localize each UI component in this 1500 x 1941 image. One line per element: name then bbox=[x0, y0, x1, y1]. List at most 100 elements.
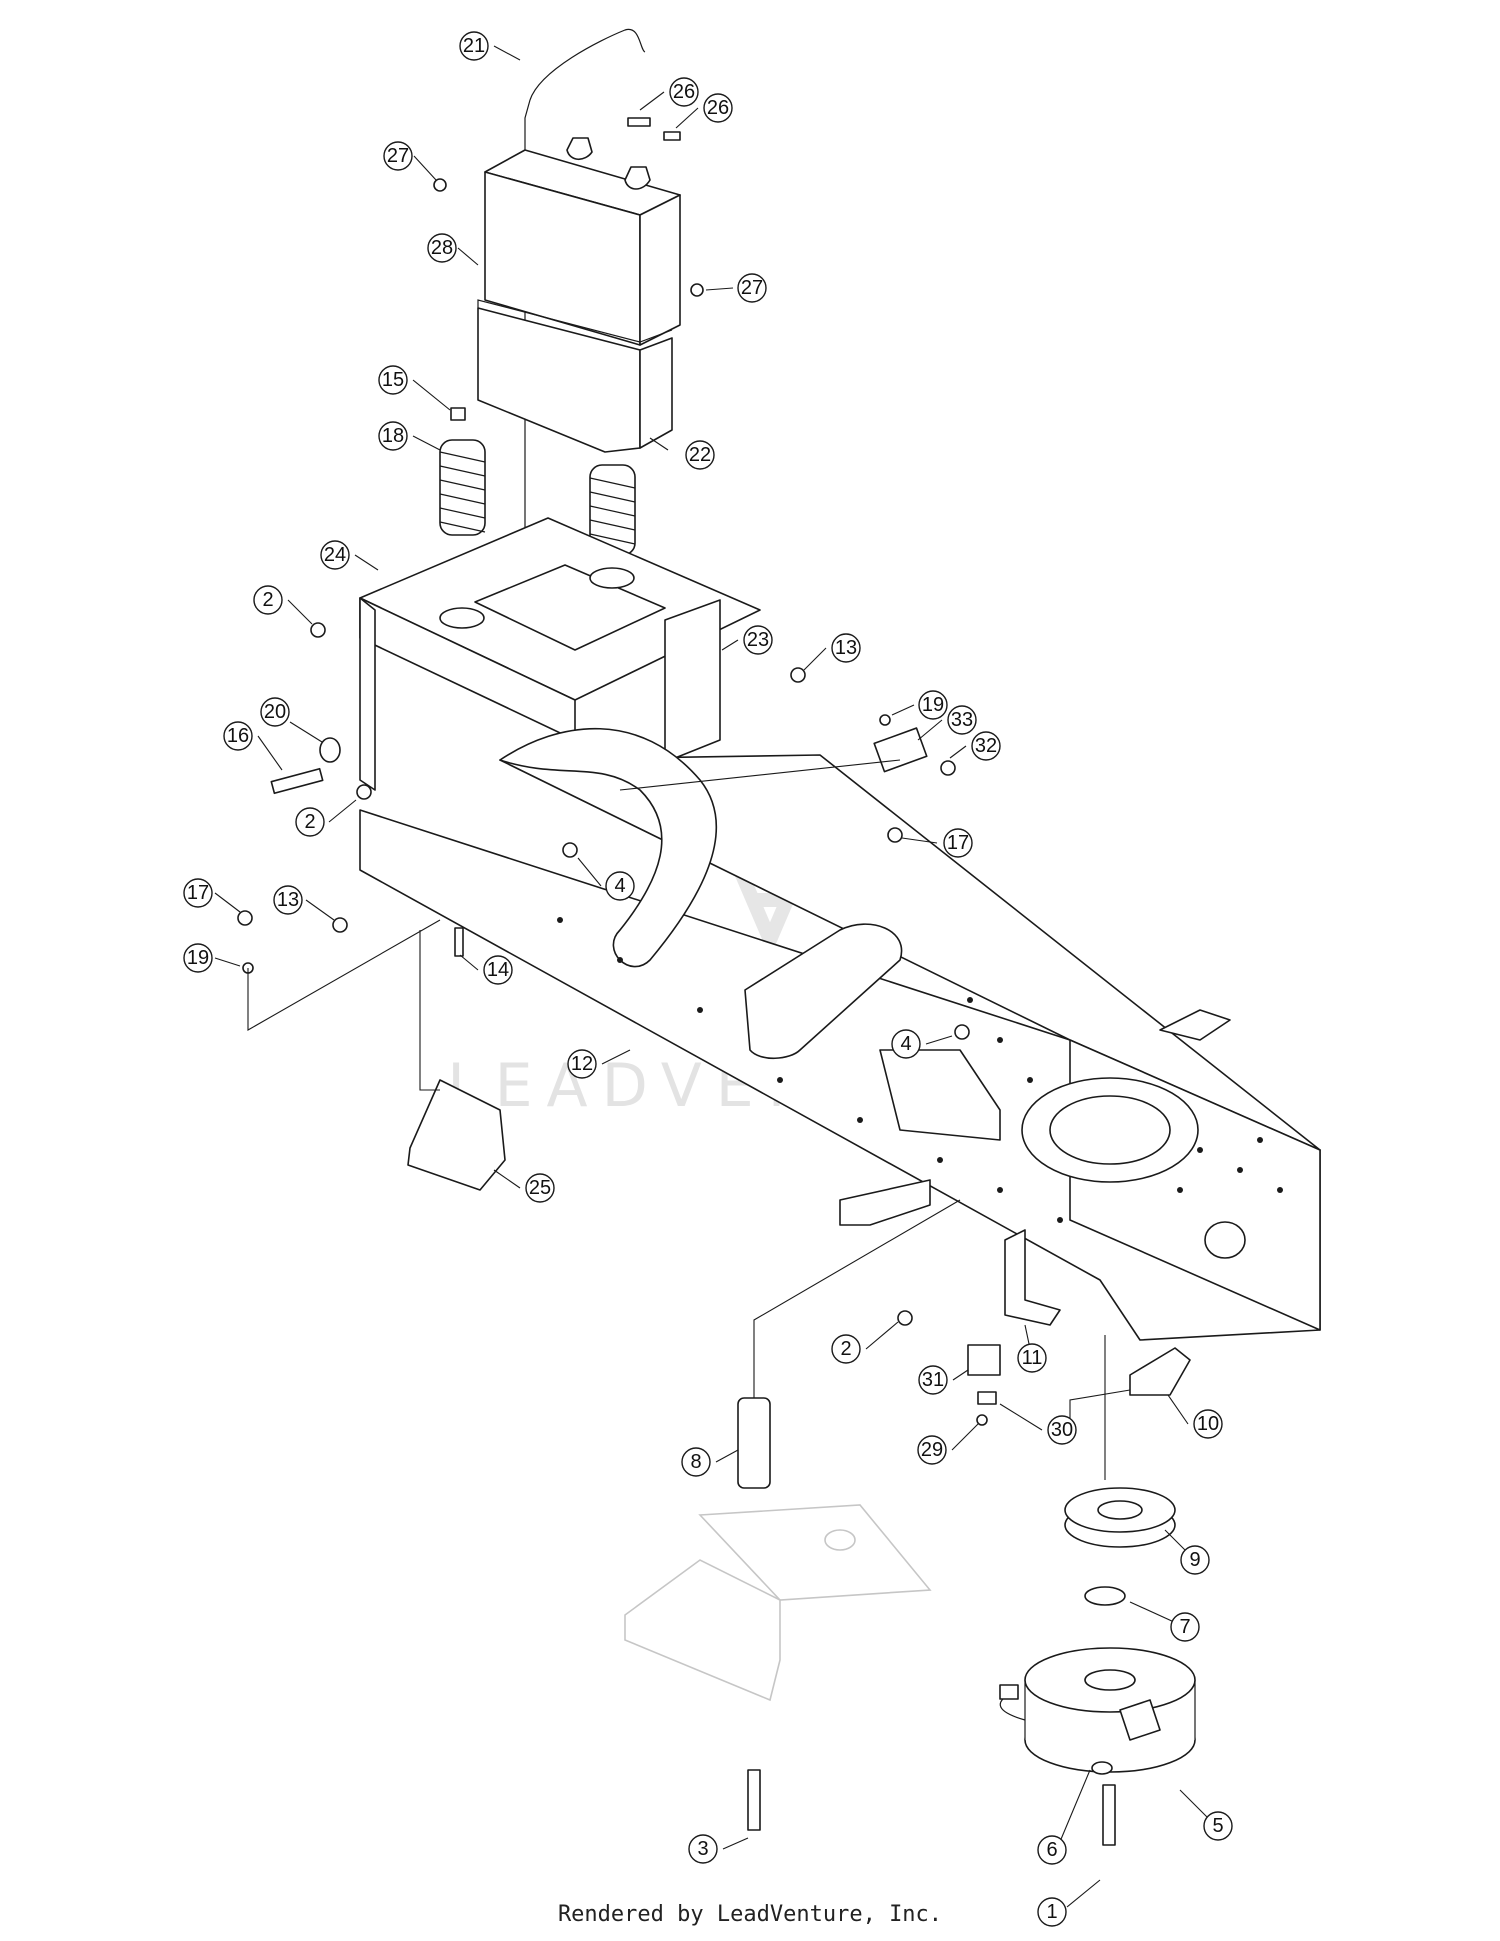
svg-text:3: 3 bbox=[697, 1838, 708, 1860]
callout-24: 24 bbox=[320, 540, 350, 570]
callout-28: 28 bbox=[427, 233, 457, 263]
leader-lines bbox=[214, 45, 1211, 1908]
bolt-part-1 bbox=[1102, 1784, 1116, 1846]
bolt-part-2-c bbox=[897, 1310, 913, 1326]
svg-text:10: 10 bbox=[1197, 1413, 1219, 1435]
bolt-part-13-b bbox=[332, 917, 348, 933]
callout-19: 19 bbox=[918, 690, 948, 720]
spacer-part-20 bbox=[319, 737, 341, 763]
callout-29: 29 bbox=[917, 1435, 947, 1465]
svg-text:2: 2 bbox=[304, 811, 315, 833]
nut-part-17-a bbox=[237, 910, 253, 926]
callout-10: 10 bbox=[1193, 1409, 1223, 1439]
svg-text:4: 4 bbox=[900, 1033, 911, 1055]
svg-text:17: 17 bbox=[947, 832, 969, 854]
svg-text:18: 18 bbox=[382, 425, 404, 447]
pto-clutch-part-5 bbox=[999, 1647, 1196, 1773]
bracket-part-25 bbox=[407, 1079, 506, 1191]
svg-text:29: 29 bbox=[921, 1439, 943, 1461]
callout-17: 17 bbox=[183, 878, 213, 908]
nut-part-4-a bbox=[562, 842, 578, 858]
callouts: 21 26 26 27 28 27 15 18 22 24 2 23 13 19… bbox=[183, 31, 1233, 1927]
callout-31: 31 bbox=[918, 1365, 948, 1395]
svg-text:7: 7 bbox=[1179, 1616, 1190, 1638]
bolt-part-26-a bbox=[627, 117, 651, 127]
callout-27: 27 bbox=[737, 273, 767, 303]
callout-11: 11 bbox=[1017, 1343, 1047, 1373]
svg-text:12: 12 bbox=[571, 1053, 593, 1075]
svg-text:20: 20 bbox=[264, 701, 286, 723]
svg-text:33: 33 bbox=[951, 709, 973, 731]
nut-part-4-b bbox=[954, 1024, 970, 1040]
svg-text:27: 27 bbox=[387, 145, 409, 167]
spacer-part-8 bbox=[737, 1397, 771, 1489]
callout-23: 23 bbox=[743, 625, 773, 655]
callout-21: 21 bbox=[459, 31, 489, 61]
wire-part-21 bbox=[524, 28, 646, 620]
nut-part-27-b bbox=[690, 283, 704, 297]
svg-text:19: 19 bbox=[187, 947, 209, 969]
callout-5: 5 bbox=[1203, 1811, 1233, 1841]
callout-13: 13 bbox=[273, 885, 303, 915]
callout-14: 14 bbox=[483, 955, 513, 985]
spring-part-18 bbox=[439, 439, 486, 536]
deck-bracket-faint bbox=[624, 1504, 932, 1702]
svg-text:8: 8 bbox=[690, 1451, 701, 1473]
battery-tray-part-22 bbox=[477, 299, 673, 453]
callout-32: 32 bbox=[971, 731, 1001, 761]
svg-text:16: 16 bbox=[227, 725, 249, 747]
callout-22: 22 bbox=[685, 440, 715, 470]
callout-9: 9 bbox=[1180, 1545, 1210, 1575]
svg-text:26: 26 bbox=[707, 97, 729, 119]
callout-19: 19 bbox=[183, 943, 213, 973]
bracket-part-10 bbox=[1129, 1347, 1191, 1396]
seat-support-part-24 bbox=[359, 517, 761, 791]
nut-part-17-b bbox=[887, 827, 903, 843]
svg-text:13: 13 bbox=[835, 637, 857, 659]
solenoid-part-33 bbox=[873, 727, 928, 773]
svg-text:17: 17 bbox=[187, 882, 209, 904]
callout-12: 12 bbox=[567, 1049, 597, 1079]
bracket-part-23 bbox=[664, 599, 721, 763]
footer-credit: Rendered by LeadVenture, Inc. bbox=[557, 1902, 943, 1927]
switch-part-31 bbox=[967, 1344, 1001, 1376]
svg-text:32: 32 bbox=[975, 735, 997, 757]
svg-text:28: 28 bbox=[431, 237, 453, 259]
callout-25: 25 bbox=[525, 1173, 555, 1203]
callout-33: 33 bbox=[947, 705, 977, 735]
svg-text:31: 31 bbox=[922, 1369, 944, 1391]
nut-part-27-a bbox=[433, 178, 447, 192]
pulley-part-9 bbox=[1064, 1487, 1176, 1548]
callout-3: 3 bbox=[688, 1834, 718, 1864]
svg-text:15: 15 bbox=[382, 369, 404, 391]
washer-part-7 bbox=[1084, 1586, 1126, 1606]
svg-text:27: 27 bbox=[741, 277, 763, 299]
bolt-part-15 bbox=[450, 407, 466, 421]
callout-15: 15 bbox=[378, 365, 408, 395]
spring-right bbox=[589, 464, 636, 556]
svg-text:2: 2 bbox=[262, 589, 273, 611]
screw-part-29 bbox=[976, 1414, 988, 1426]
callout-26: 26 bbox=[703, 93, 733, 123]
svg-text:2: 2 bbox=[840, 1338, 851, 1360]
washer-part-19-b bbox=[879, 714, 891, 726]
svg-text:14: 14 bbox=[487, 959, 509, 981]
callout-30: 30 bbox=[1047, 1415, 1077, 1445]
svg-text:25: 25 bbox=[529, 1177, 551, 1199]
bolt-part-2-a bbox=[310, 622, 326, 638]
svg-text:9: 9 bbox=[1189, 1549, 1200, 1571]
callout-2: 2 bbox=[295, 807, 325, 837]
svg-text:21: 21 bbox=[463, 35, 485, 57]
svg-text:13: 13 bbox=[277, 889, 299, 911]
callout-27: 27 bbox=[383, 141, 413, 171]
callout-4: 4 bbox=[605, 871, 635, 901]
clip-part-30 bbox=[977, 1391, 997, 1405]
bolt-part-26-b bbox=[663, 131, 681, 141]
callout-6: 6 bbox=[1037, 1835, 1067, 1865]
svg-text:24: 24 bbox=[324, 544, 346, 566]
battery-part-28 bbox=[484, 137, 681, 346]
bolt-part-2-b bbox=[356, 784, 372, 800]
svg-text:1: 1 bbox=[1046, 1901, 1057, 1923]
svg-text:30: 30 bbox=[1051, 1419, 1073, 1441]
